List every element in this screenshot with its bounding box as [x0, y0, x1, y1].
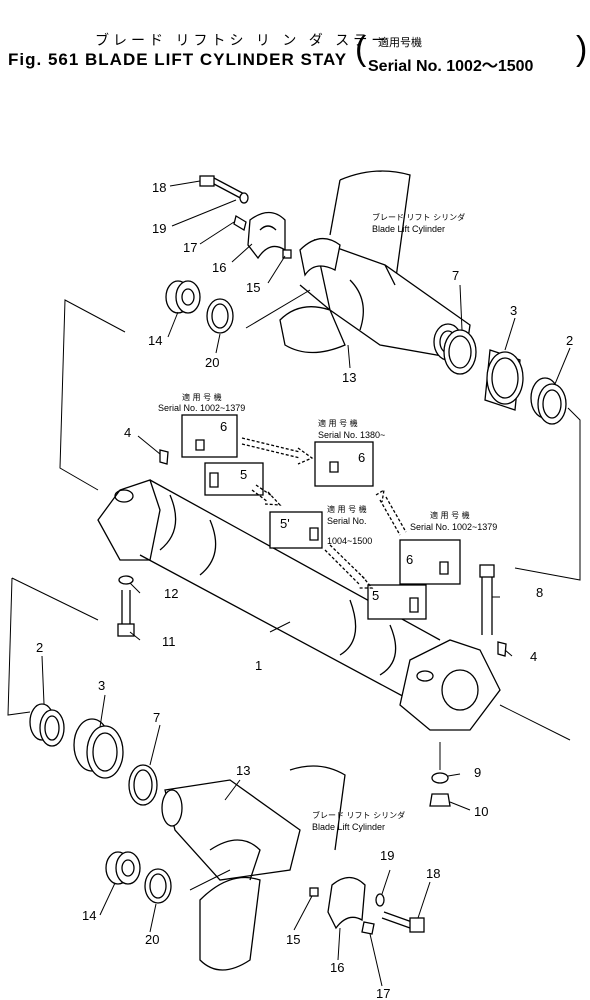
- label-8: 8: [536, 585, 543, 600]
- label-5prime: 5': [280, 516, 290, 531]
- part-2-collar-lower: [29, 703, 65, 747]
- label-5-box-left: 5: [240, 467, 247, 482]
- part-18-bolt-lower: [381, 911, 425, 933]
- label-17-upper: 17: [183, 240, 197, 255]
- part-12-washer: [118, 575, 134, 585]
- label-16-upper: 16: [212, 260, 226, 275]
- label-18-lower: 18: [426, 866, 440, 881]
- label-14-upper: 14: [148, 333, 162, 348]
- lower-blade-lift-cylinder: [161, 765, 346, 971]
- label-15-upper: 15: [246, 280, 260, 295]
- label-16-lower: 16: [330, 960, 344, 975]
- arrow-5-right: [324, 544, 374, 589]
- serial-jp-3: 適 用 号 機: [327, 504, 367, 514]
- label-19-lower: 19: [380, 848, 394, 863]
- part-3-bushing-lower: [73, 718, 124, 779]
- part-8-bolt: [479, 564, 495, 635]
- part-11-bolt: [117, 590, 135, 637]
- part-17-fitting-lower: [361, 921, 375, 935]
- title-serial-japanese: 適用号機: [378, 36, 422, 49]
- label-13-lower: 13: [236, 763, 250, 778]
- serial-1004-1500: 1004~1500: [327, 536, 372, 546]
- label-5-box-right: 5: [372, 588, 379, 603]
- title-japanese: ブレード リフトシ リ ン ダ ステー: [95, 33, 390, 49]
- upper-blade-lift-cylinder: [279, 170, 471, 361]
- serial-1002-1379-right: Serial No. 1002~1379: [410, 522, 497, 532]
- part-19-washer-upper: [239, 192, 249, 204]
- label-2-upper: 2: [566, 333, 573, 348]
- serial-jp-4: 適 用 号 機: [430, 510, 470, 520]
- label-9: 9: [474, 765, 481, 780]
- part-20-seal-upper: [206, 298, 234, 334]
- serial-1380: Serial No. 1380~: [318, 430, 385, 440]
- part-16-cap-lower: [327, 876, 366, 930]
- title-serial: Serial No. 1002～1500: [368, 58, 534, 75]
- part-7-ring-lower: [128, 764, 158, 806]
- serial-no-label: Serial No.: [327, 516, 367, 526]
- part-4-fitting-left: [159, 449, 169, 465]
- figure-title: Fig. 561 BLADE LIFT CYLINDER STAY: [8, 50, 348, 69]
- label-4-right: 4: [530, 649, 537, 664]
- label-4-left: 4: [124, 425, 131, 440]
- label-7-lower: 7: [153, 710, 160, 725]
- part-14-bushing-upper: [165, 280, 201, 314]
- part-9-washer: [431, 772, 449, 784]
- paren-close: ): [576, 30, 588, 68]
- label-20-lower: 20: [145, 932, 159, 947]
- part-3-bushing-upper: [484, 349, 524, 411]
- label-2-lower: 2: [36, 640, 43, 655]
- part-14-bushing-lower: [105, 851, 141, 885]
- part-19-washer-lower: [375, 893, 385, 907]
- label-17-lower: 17: [376, 986, 390, 1000]
- arrow-5-to-5prime: [251, 484, 282, 506]
- paren-open: (: [355, 30, 367, 68]
- arrow-6-to-6: [241, 437, 314, 465]
- label-6-box-right: 6: [406, 552, 413, 567]
- part-16-cap-upper: [247, 211, 286, 260]
- label-3-upper: 3: [510, 303, 517, 318]
- label-6-box-left: 6: [220, 419, 227, 434]
- connector-lines: [7, 289, 581, 891]
- label-3-lower: 3: [98, 678, 105, 693]
- callout-box-6-right: [399, 539, 461, 585]
- label-7-upper: 7: [452, 268, 459, 283]
- callout-box-6-left: [181, 414, 238, 458]
- serial-jp-2: 適 用 号 機: [318, 418, 358, 428]
- label-11: 11: [162, 634, 176, 649]
- callout-box-6-mid: [314, 441, 374, 487]
- label-12: 12: [164, 586, 178, 601]
- serial-1002-1379-top: Serial No. 1002~1379: [158, 403, 245, 413]
- blc-en-upper: Blade Lift Cylinder: [372, 224, 445, 234]
- part-2-collar-upper: [530, 377, 567, 425]
- label-14-lower: 14: [82, 908, 96, 923]
- part-15-pin-lower: [309, 887, 319, 897]
- blc-jp-upper: ブレード リフト シリンダ: [372, 212, 465, 222]
- label-13-upper: 13: [342, 370, 356, 385]
- label-19-upper: 19: [152, 221, 166, 236]
- label-15-lower: 15: [286, 932, 300, 947]
- leader-lines: [41, 180, 571, 987]
- part-17-fitting-upper: [233, 214, 247, 232]
- arrow-6-right: [375, 488, 407, 536]
- part-7-ring-upper: [443, 329, 477, 375]
- label-6-box-mid: 6: [358, 450, 365, 465]
- part-10-nut: [429, 793, 451, 807]
- part-1-stay: [97, 479, 501, 731]
- label-10: 10: [474, 804, 488, 819]
- part-4-fitting-right: [497, 641, 507, 657]
- label-20-upper: 20: [205, 355, 219, 370]
- blc-jp-lower: ブレード リフト シリンダ: [312, 810, 405, 820]
- blc-en-lower: Blade Lift Cylinder: [312, 822, 385, 832]
- part-15-pin-upper: [282, 249, 292, 259]
- part-20-seal-lower: [144, 868, 172, 904]
- label-18-upper: 18: [152, 180, 166, 195]
- label-1: 1: [255, 658, 262, 673]
- serial-jp-1: 適 用 号 機: [182, 392, 222, 402]
